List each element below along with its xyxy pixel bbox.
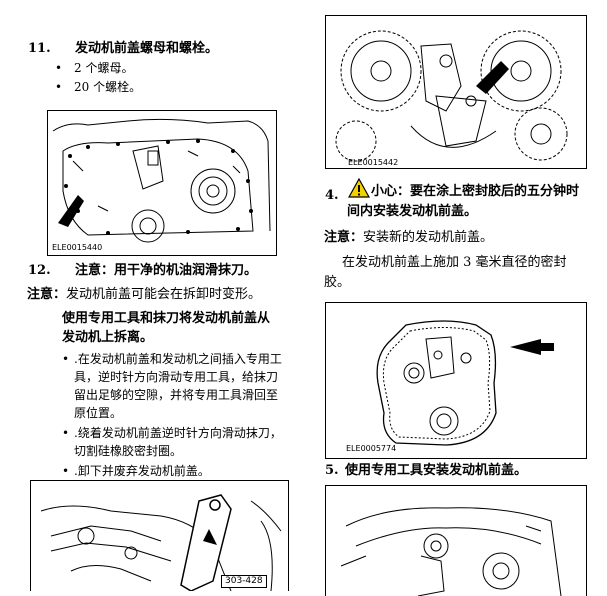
tool-number-label: 303-428 [221,575,267,588]
step-12-caution: 注意：用干净的机油润滑抹刀。 [75,263,258,278]
bullet-item: •.在发动机前盖和发动机之间插入专用工具，逆时针方向滑动专用工具，给抹刀留出足够… [62,352,282,420]
note-label: 注意： [27,287,67,302]
step-12-number: 12. [28,263,51,278]
step-11-item-bolts: 20 个螺栓。 [74,80,142,94]
warning-label: 小心： [371,184,411,199]
warning-text: 要在涂上密封胶后的五分钟时间内安装发动机前盖。 [347,184,580,219]
pointer-arrow-icon [203,529,217,545]
step-12-note: 注意：发动机前盖可能会在拆卸时变形。 [27,286,317,304]
figure-install-cover [325,485,587,596]
step-11-list: •2 个螺母。 •20 个螺栓。 [55,61,142,94]
step-5-number: 5. [325,463,339,478]
figure-special-tool: 303-428 [30,480,289,591]
step-11-item-nuts: 2 个螺母。 [74,61,134,75]
install-cover-illustration [340,507,562,596]
bullet-item: •.卸下并废弃发动机前盖。 [62,464,210,478]
note-label: 注意： [324,230,364,245]
note-text: 发动机前盖可能会在拆卸时变形。 [66,287,262,302]
bullet-text: .绕着发动机前盖逆时针方向滑动抹刀，切割硅橡胶密封圈。 [74,426,282,458]
pointer-arrow-icon [58,195,84,227]
step-5-title: 使用专用工具安装发动机前盖。 [345,463,528,478]
figure-timing-gears: ELE0015442 [325,15,587,169]
front-cover-illustration [52,118,271,243]
figure-1-id: ELE0015440 [52,243,103,252]
step-4-number: 4. [325,188,339,203]
sealant-paragraph: 在发动机前盖上施加 3 毫米直径的密封胶。 [324,255,567,290]
timing-gears-illustration [335,30,568,162]
figure-4-id: ELE0005774 [346,444,397,453]
step-12-instruction: 使用专用工具和抹刀将发动机前盖从发动机上拆离。 [62,311,271,345]
step-11-title: 发动机前盖螺母和螺栓。 [75,41,219,56]
pointer-arrow-icon [510,339,554,355]
pointer-arrow-icon [476,61,509,94]
note-text: 安装新的发动机前盖。 [363,230,494,245]
figure-front-cover-bolts: ELE0015440 [47,110,277,256]
bullet-item: •.绕着发动机前盖逆时针方向滑动抹刀，切割硅橡胶密封圈。 [62,426,282,458]
figure-2-id: ELE0015442 [348,158,399,167]
special-tool-illustration [40,494,282,591]
sealant-cover-illustration [376,320,554,446]
bullet-text: .卸下并废弃发动机前盖。 [74,464,210,478]
warning-triangle-icon [347,177,371,198]
step-4-note: 注意：安装新的发动机前盖。 [324,229,594,247]
bullet-text: .在发动机前盖和发动机之间插入专用工具，逆时针方向滑动专用工具，给抹刀留出足够的… [74,352,282,420]
step-4-warning: 小心：要在涂上密封胶后的五分钟时间内安装发动机前盖。 [347,182,592,222]
step-12-bullets: •.在发动机前盖和发动机之间插入专用工具，逆时针方向滑动专用工具，给抹刀留出足够… [62,350,284,480]
step-11-number: 11. [28,41,51,56]
figure-sealant-bead: ELE0005774 [325,302,587,459]
